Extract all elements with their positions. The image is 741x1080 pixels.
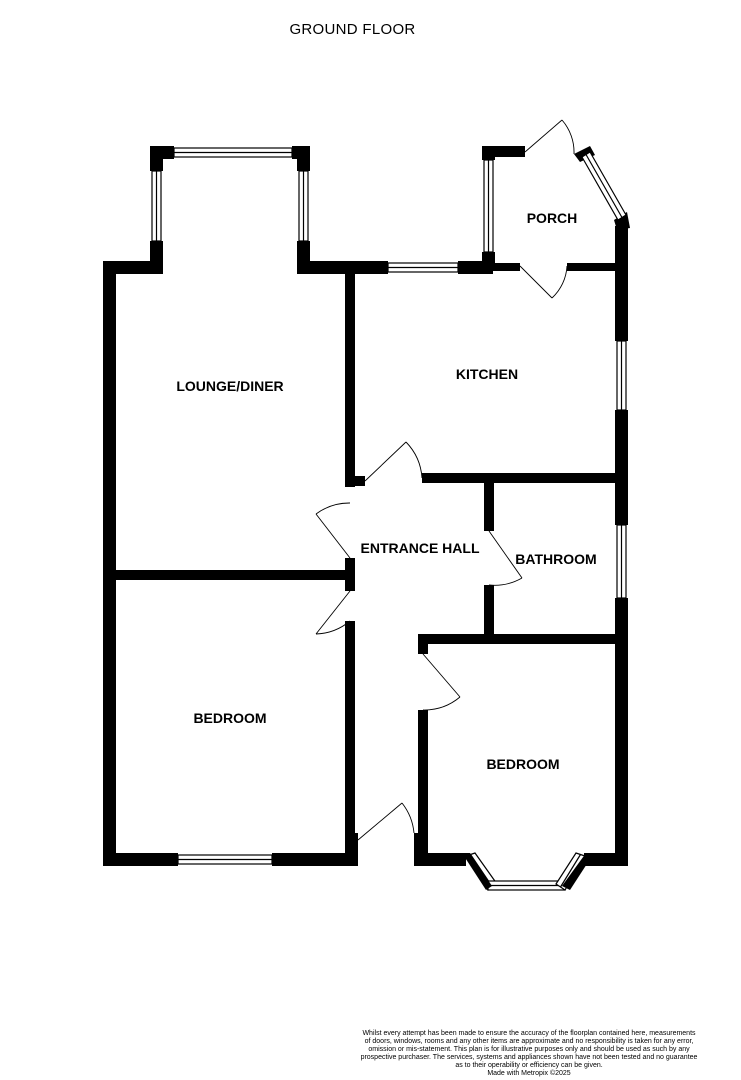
room-label-bedroom-right: BEDROOM — [486, 756, 559, 772]
wall-front-jamb-left — [345, 833, 358, 866]
door-front — [357, 802, 415, 841]
window-bedroom1-bottom — [177, 854, 273, 865]
wall-bay-right-lower — [297, 241, 310, 274]
room-label-entrance-hall: ENTRANCE HALL — [361, 540, 480, 556]
disclaimer-line: omission or mis-statement. This plan is … — [368, 1046, 690, 1053]
wall-bay-top-left — [150, 146, 174, 159]
door-bedroom-right — [422, 653, 461, 711]
wall-bottom-left-b — [272, 853, 358, 866]
walls — [103, 146, 630, 866]
wall-hall-left-post — [345, 558, 355, 591]
wall-porch-top — [482, 146, 525, 157]
room-label-bathroom: BATHROOM — [515, 551, 596, 567]
windows — [151, 147, 627, 891]
wall-bay-left-lower — [150, 241, 163, 274]
wall-bathroom-left-upper — [484, 473, 494, 531]
disclaimer-credit: Made with Metropix ©2025 — [487, 1070, 571, 1077]
window-kitchen-right — [616, 340, 627, 411]
doors — [315, 119, 575, 841]
window-bathroom-right — [616, 524, 627, 599]
room-label-lounge-diner: LOUNGE/DINER — [176, 378, 283, 394]
window-porch-bevel — [581, 151, 627, 221]
wall-bathroom-bottom — [418, 634, 628, 644]
bay-frame-left — [462, 853, 492, 890]
wall-right-low — [615, 598, 628, 866]
door-porch-external — [524, 119, 575, 155]
disclaimer-line: prospective purchaser. The services, sys… — [360, 1054, 698, 1061]
wall-porch-door-jamb-left — [493, 263, 520, 271]
wall-bathroom-left-lower — [484, 585, 494, 637]
disclaimer-line: Whilst every attempt has been made to en… — [362, 1030, 696, 1037]
wall-porch-left-post — [482, 252, 495, 271]
floor-title: GROUND FLOOR — [289, 21, 416, 38]
room-label-kitchen: KITCHEN — [456, 366, 518, 382]
wall-lounge-bedroom-divider — [103, 570, 355, 580]
door-kitchen — [364, 441, 423, 482]
disclaimer-line: as to their operability or efficiency ca… — [455, 1062, 603, 1069]
door-lounge — [315, 502, 351, 559]
wall-kitchen-bottom — [422, 473, 628, 483]
wall-bay-right-upper — [297, 146, 310, 171]
wall-right-upper — [615, 226, 628, 341]
disclaimer: Whilst every attempt has been made to en… — [346, 1030, 712, 1078]
wall-porch-door-jamb-right — [567, 263, 622, 271]
door-bathroom — [488, 530, 523, 586]
wall-porch-bevel-bottom — [614, 212, 630, 230]
bay-frames — [462, 853, 594, 890]
room-label-porch: PORCH — [527, 210, 578, 226]
wall-bedroom2-left — [418, 710, 428, 866]
window-lounge-bay-top — [173, 147, 293, 158]
door-porch-internal — [519, 265, 568, 299]
window-porch-left — [483, 159, 494, 253]
wall-bedroom1-right — [345, 621, 355, 835]
room-label-bedroom-left: BEDROOM — [193, 710, 266, 726]
wall-bottom-left-a — [103, 853, 178, 866]
door-bedroom-left — [315, 590, 351, 635]
window-lounge-bay-right — [298, 170, 309, 242]
wall-bedroom2-bottom-right — [584, 853, 628, 866]
wall-bedroom2-jamb — [418, 634, 428, 654]
wall-kitchen-left-jamb — [345, 476, 365, 486]
window-lounge-bay-left — [151, 170, 162, 242]
wall-porch-top-post — [482, 146, 495, 160]
wall-outer-left — [103, 261, 116, 866]
wall-right-mid — [615, 410, 628, 525]
wall-lounge-top-right — [298, 261, 388, 274]
wall-porch-bevel-top — [574, 146, 595, 162]
wall-bedroom2-bottom-left — [418, 853, 466, 866]
disclaimer-line: of doors, windows, rooms and any other i… — [364, 1038, 694, 1045]
wall-kitchen-left — [345, 261, 355, 487]
bay-frame-right — [562, 853, 594, 890]
window-kitchen-top — [387, 262, 459, 273]
wall-lounge-top-left — [103, 261, 163, 274]
